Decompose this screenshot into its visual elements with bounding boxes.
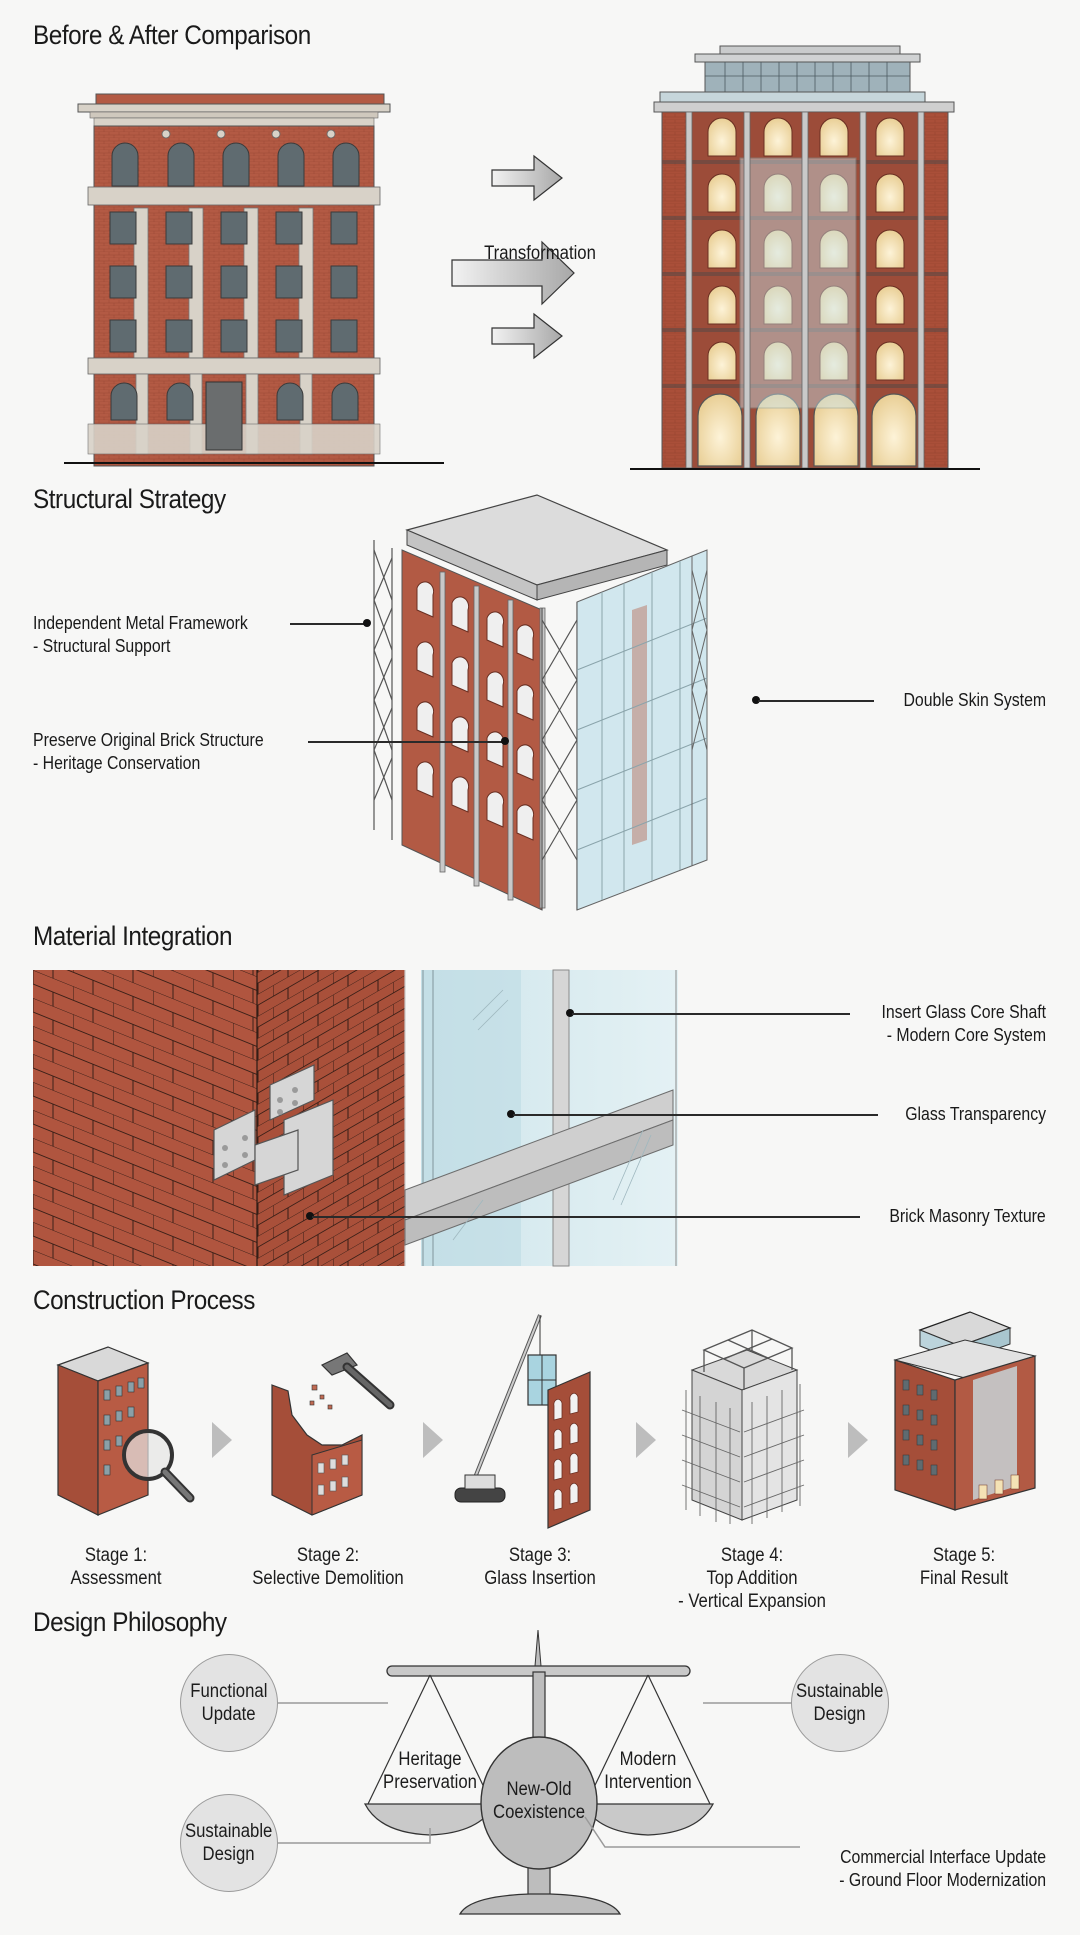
- center-text: Coexistence: [492, 1802, 586, 1823]
- leader-brick-structure: [308, 741, 504, 743]
- leader-glass-transparency: [513, 1114, 878, 1116]
- callout-dot: [501, 737, 509, 745]
- stage-3-label-line2: Glass Insertion: [484, 1568, 596, 1589]
- stage-1-label-line1: Stage 1:: [84, 1545, 148, 1566]
- final-building-icon: [893, 1311, 1037, 1511]
- stage-5-label-line1: Stage 5:: [932, 1545, 996, 1566]
- leader-brick-texture: [312, 1216, 860, 1218]
- bubble-text: Design: [813, 1704, 867, 1725]
- after-building-illustration: [630, 45, 980, 470]
- pan-text: Heritage: [398, 1749, 462, 1770]
- center-new-old-coexistence: New-Old Coexistence: [474, 1778, 604, 1824]
- callout-metal-framework-line2: - Structural Support: [33, 636, 171, 656]
- left-pan-heritage-preservation: Heritage Preservation: [350, 1748, 510, 1794]
- callout-dot: [566, 1009, 574, 1017]
- callout-double-skin: Double Skin System: [903, 690, 1046, 710]
- callout-dot: [752, 696, 760, 704]
- stage-4-label-line3: - Vertical Expansion: [678, 1591, 826, 1612]
- callout-brick-structure-line2: - Heritage Conservation: [33, 753, 201, 773]
- philosophy-connectors: [278, 1702, 800, 1848]
- callout-commercial-interface-line2: - Ground Floor Modernization: [839, 1870, 1046, 1890]
- section-title-before-after: Before & After Comparison: [33, 20, 311, 50]
- bubble-text: Functional: [190, 1681, 268, 1702]
- right-pan-modern-intervention: Modern Intervention: [568, 1748, 728, 1794]
- stage-2-label-line1: Stage 2:: [296, 1545, 360, 1566]
- pan-text: Preservation: [383, 1772, 477, 1793]
- callout-dot: [306, 1212, 314, 1220]
- stage-4-label-line2: Top Addition: [706, 1568, 798, 1589]
- section-title-structural: Structural Strategy: [33, 484, 226, 514]
- stage-4-label-line1: Stage 4:: [720, 1545, 784, 1566]
- section-title-construction: Construction Process: [33, 1285, 255, 1315]
- leader-glass-core: [572, 1013, 850, 1015]
- section-title-philosophy: Design Philosophy: [33, 1607, 227, 1637]
- stage-2-label-line2: Selective Demolition: [252, 1568, 404, 1589]
- callout-glass-core-line1: Insert Glass Core Shaft: [881, 1002, 1046, 1022]
- callout-brick-texture: Brick Masonry Texture: [889, 1206, 1046, 1226]
- structural-axonometric-illustration: [373, 494, 708, 911]
- callout-commercial-interface-line1: Commercial Interface Update: [839, 1847, 1046, 1867]
- section-title-material: Material Integration: [33, 921, 233, 951]
- bubble-sustainable-design-left: Sustainable Design: [180, 1794, 278, 1892]
- pan-text: Modern: [619, 1749, 677, 1770]
- callout-glass-core-line2: - Modern Core System: [886, 1025, 1046, 1045]
- callout-dot: [507, 1110, 515, 1118]
- leader-metal-framework: [290, 623, 366, 625]
- stage-1-label-line2: Assessment: [70, 1568, 162, 1589]
- bubble-text: Update: [202, 1704, 256, 1725]
- stage-3-label-line1: Stage 3:: [508, 1545, 572, 1566]
- transformation-label: Transformation: [484, 243, 596, 264]
- callout-glass-transparency: Glass Transparency: [905, 1104, 1046, 1124]
- bubble-text: Sustainable: [185, 1821, 273, 1842]
- callout-brick-structure-line1: Preserve Original Brick Structure: [33, 730, 264, 750]
- scaffold-building-icon: [681, 1329, 805, 1524]
- hammer-demolition-icon: [271, 1352, 395, 1516]
- bubble-text: Sustainable: [796, 1681, 884, 1702]
- bubble-functional-update: Functional Update: [180, 1654, 278, 1752]
- stage-5-label-line2: Final Result: [919, 1568, 1009, 1589]
- stage-arrow-icon: [636, 1422, 656, 1458]
- center-text: New-Old: [506, 1779, 572, 1800]
- magnifier-building-icon: [56, 1346, 195, 1516]
- before-building-illustration: [64, 93, 444, 467]
- callout-metal-framework-line1: Independent Metal Framework: [33, 613, 248, 633]
- stage-arrow-icon: [848, 1422, 868, 1458]
- bubble-text: Design: [202, 1844, 256, 1865]
- pan-text: Intervention: [604, 1772, 692, 1793]
- callout-dot: [363, 619, 371, 627]
- stage-arrow-icon: [212, 1422, 232, 1458]
- transformation-arrows: [451, 154, 575, 360]
- stage-arrow-icon: [423, 1422, 443, 1458]
- bubble-sustainable-design-right: Sustainable Design: [791, 1654, 889, 1752]
- balance-scale-illustration: [363, 1629, 715, 1915]
- leader-double-skin: [758, 700, 874, 702]
- crane-glass-icon: [454, 1314, 591, 1529]
